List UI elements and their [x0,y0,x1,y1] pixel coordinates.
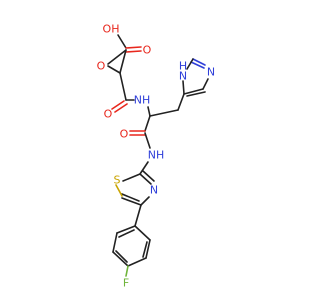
atom-label-imidazole-h: H [179,60,187,73]
bond-epoxide-c-o-2 [107,65,121,74]
bond-carbonyl-o-1 [111,100,125,110]
atom-label-thiazole-n: N [150,184,158,197]
atom-label-amide1-o: O [104,108,113,121]
bond-imid-n-c [192,58,206,66]
thiazole-ring [115,161,155,206]
atom-label-amide1-nh: NH [134,94,151,107]
bond-ph-1 [134,225,151,241]
molecule-structure: OH O O O NH H N N O NH S N F [97,23,215,290]
atom-label-acid-oh: OH [103,23,120,36]
bond-ph-3 [127,257,147,267]
bond-imid-n-c-double [190,61,205,69]
bond-alpha-carbonyl [144,115,151,132]
backbone [129,106,179,149]
bond-thiazole-c-n-double [142,170,155,182]
atom-label-imidazole-nh: N [179,70,187,83]
bond-imid-c-n [202,78,209,90]
bond-thiazole-n-c [140,196,150,206]
bond-c-oh [117,34,127,49]
epoxide-ring [107,49,127,74]
bond-imid-c-nh2 [186,58,194,70]
bond-thiazole-c-n [139,173,152,185]
fluorophenyl-ring [112,204,151,277]
bond-imid-c-c-double [186,91,206,97]
bond-alpha-ch2 [149,109,179,117]
bond-ch2-imidazole [177,93,185,111]
bond-ph-4-double [115,250,128,263]
bond-carbonyl-o-2 [114,103,128,113]
atom-label-acid-o: O [143,44,152,57]
bond-thiazole-c-c [121,197,142,206]
bond-carbonyl2-nh [144,132,151,149]
bond-thiazole-c-s [122,173,141,182]
bond-epoxide-c-c [119,49,127,74]
bond-c-o-double-1 [125,46,142,49]
bond-ph-4 [112,251,129,267]
bond-ph-2-double [142,241,148,258]
bond-nh-thiazole [139,161,149,175]
bond-ph-2 [145,239,151,259]
carboxylic-acid-group [117,34,142,53]
bond-ph-5 [112,232,118,253]
bond-imid-c-nh [182,80,185,95]
bond-epoxide-c-o-1 [107,49,127,65]
bond-epoxide-carbonyl [119,72,127,101]
bond-ph-6-double [118,229,135,238]
bond-thiazole-c-c-double [121,193,140,202]
bond-thiazole-phenyl [134,204,142,227]
atom-label-amide2-o: O [120,128,129,141]
atom-label-epoxide-o: O [97,60,106,73]
atom-label-fluorine: F [123,277,129,290]
imidazole-ring [177,58,209,111]
bond-nh-alpha [147,106,151,117]
atom-label-amide2-nh: NH [148,149,165,162]
bond-c-f [125,265,129,277]
bond-ph-6 [116,225,136,234]
atom-label-imidazole-n: N [207,66,215,79]
amide-1 [111,72,135,113]
molecule-canvas: OH O O O NH H N N O NH S N F [97,23,215,290]
bond-c-o-double-2 [125,50,142,53]
bond-imid-c-c [183,88,204,95]
bond-thiazole-c-s2 [115,184,123,197]
atom-label-thiazole-s: S [114,174,121,187]
